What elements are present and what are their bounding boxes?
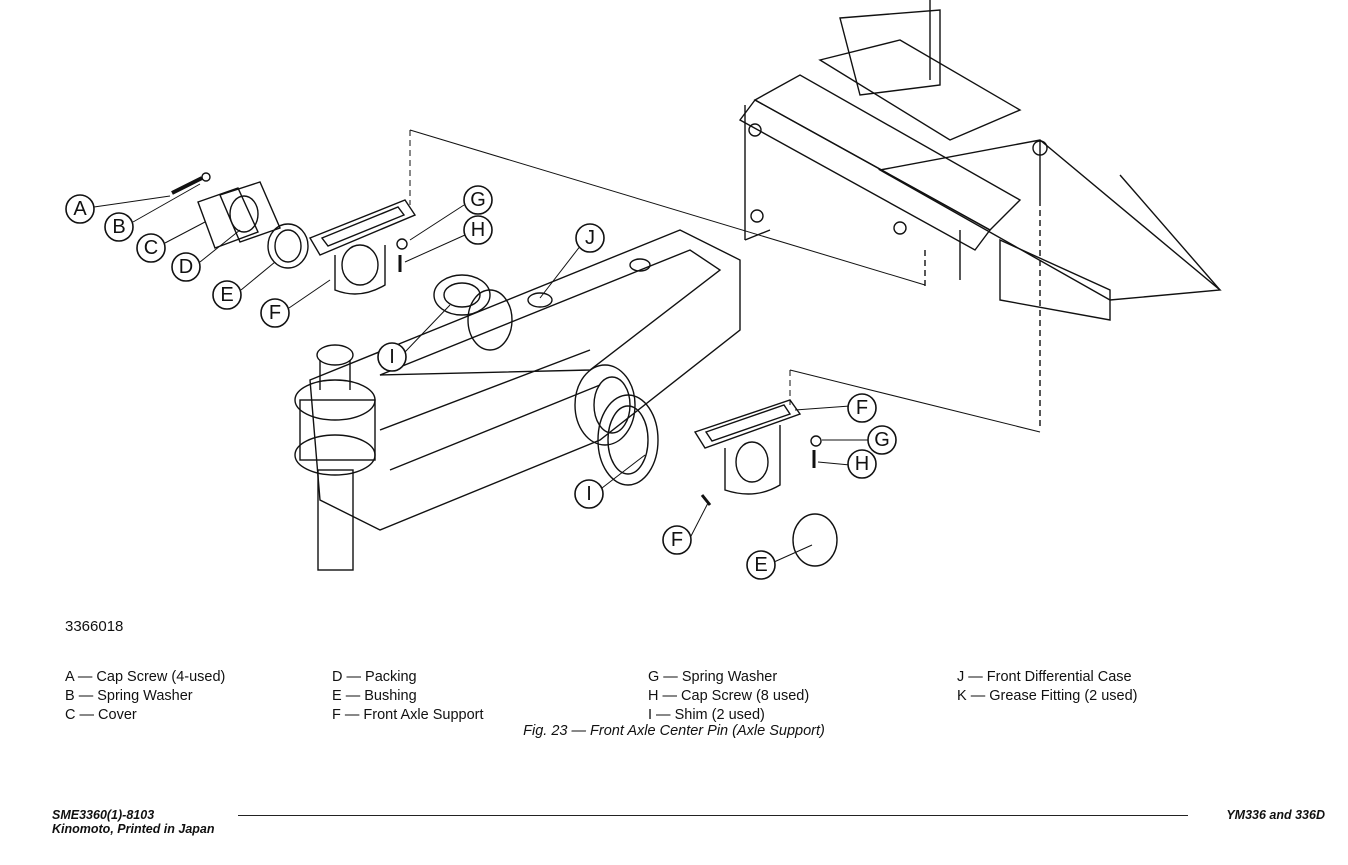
callout-j: J [575, 223, 605, 253]
legend-item: D — Packing [332, 669, 417, 685]
callout-h-lower: H [847, 449, 877, 479]
callout-a: A [65, 194, 95, 224]
legend-column-1: A — Cap Screw (4-used) B — Spring Washer… [65, 668, 225, 725]
legend-column-4: J — Front Differential Case K — Grease F… [957, 668, 1138, 706]
figure-number: 3366018 [65, 618, 124, 635]
legend-column-3: G — Spring Washer H — Cap Screw (8 used)… [648, 668, 809, 725]
legend-item: J — Front Differential Case [957, 669, 1132, 685]
legend-item: G — Spring Washer [648, 669, 778, 685]
legend-item: C — Cover [65, 707, 137, 723]
callout-g: G [463, 185, 493, 215]
legend-column-2: D — Packing E — Bushing F — Front Axle S… [332, 668, 484, 725]
callout-i: I [377, 342, 407, 372]
legend-item: B — Spring Washer [65, 688, 193, 704]
callout-f-lower: F [847, 393, 877, 423]
doc-code: SME3360(1)-8103 [52, 808, 155, 822]
front-axle-housing [294, 229, 741, 571]
svg-text:J: J [585, 227, 595, 249]
svg-text:E: E [220, 284, 233, 306]
svg-text:E: E [754, 554, 767, 576]
lower-exploded-parts [597, 394, 838, 567]
svg-text:A: A [73, 198, 87, 220]
upper-exploded-parts [171, 172, 491, 316]
model-name: YM336 and 336D [1226, 808, 1325, 822]
svg-text:D: D [179, 256, 193, 278]
callout-b: B [104, 212, 134, 242]
callout-e-lower: E [746, 550, 776, 580]
legend-item: A — Cap Screw (4-used) [65, 669, 226, 685]
svg-text:B: B [112, 216, 125, 238]
callout-d: D [171, 252, 201, 282]
svg-text:F: F [671, 529, 683, 551]
svg-text:I: I [389, 346, 395, 368]
callout-g-lower: G [867, 425, 897, 455]
legend-item: H — Cap Screw (8 used) [648, 688, 810, 704]
svg-text:F: F [856, 397, 868, 419]
legend-item: E — Bushing [332, 688, 417, 704]
svg-text:H: H [471, 219, 485, 241]
figure-caption: Fig. 23 — Front Axle Center Pin (Axle Su… [523, 723, 825, 739]
svg-text:C: C [144, 237, 158, 259]
callout-i-lower: I [574, 479, 604, 509]
tractor-frame [738, 0, 1222, 430]
footer-rule [238, 815, 1188, 816]
callout-h: H [463, 215, 493, 245]
legend-item: I — Shim (2 used) [648, 707, 765, 723]
svg-text:F: F [269, 302, 281, 324]
exploded-view-diagram: A B C D E F G H J I I F G H F E [65, 0, 1222, 580]
printer-note: Kinomoto, Printed in Japan [52, 822, 215, 836]
svg-text:H: H [855, 453, 869, 475]
callout-f-fitting: F [662, 525, 692, 555]
callout-e: E [212, 280, 242, 310]
callout-f: F [260, 298, 290, 328]
svg-text:I: I [586, 483, 592, 505]
svg-text:G: G [874, 429, 890, 451]
svg-text:G: G [470, 189, 486, 211]
footer-left: SME3360(1)-8103 Kinomoto, Printed in Jap… [52, 808, 215, 836]
legend-item: F — Front Axle Support [332, 707, 484, 723]
legend-item: K — Grease Fitting (2 used) [957, 688, 1138, 704]
callout-c: C [136, 233, 166, 263]
